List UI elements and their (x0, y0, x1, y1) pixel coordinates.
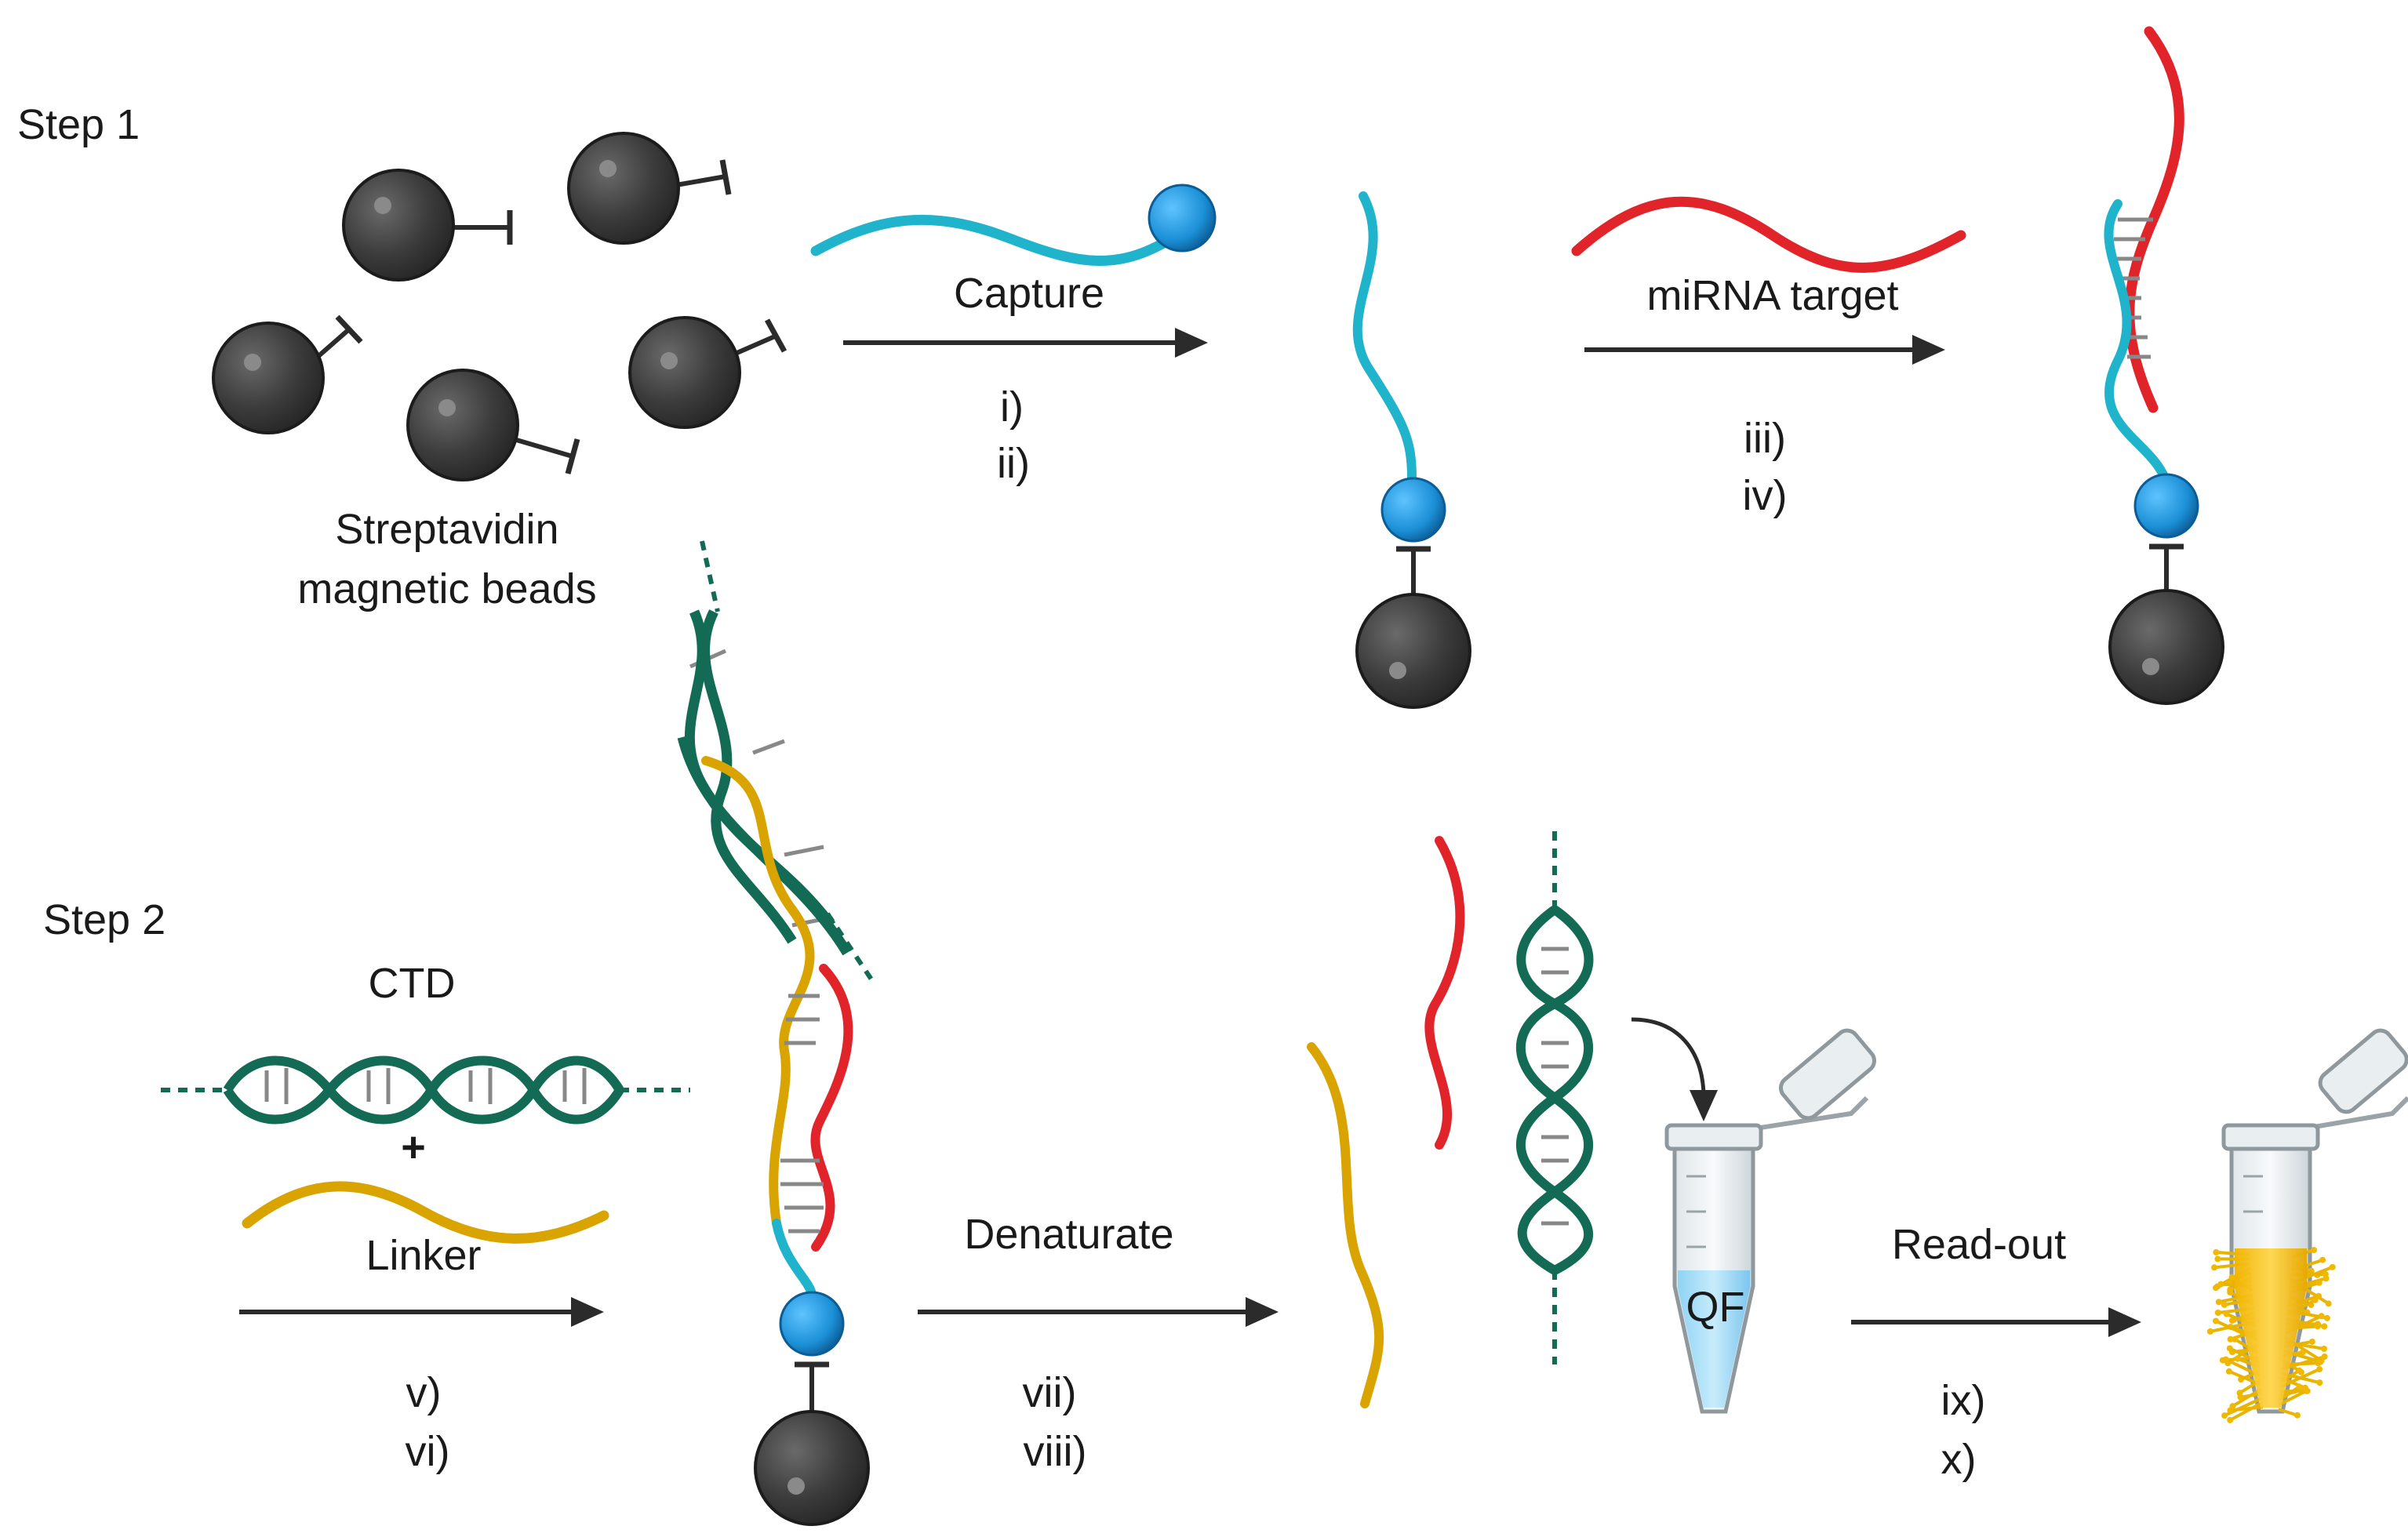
gold-spike-tip (2227, 1335, 2234, 1343)
step-v: v) (406, 1369, 442, 1416)
gold-spike-tip (2217, 1281, 2224, 1288)
mirna-step-iii: iii) (1744, 415, 1786, 462)
gold-spike-tip (2221, 1301, 2228, 1308)
gold-spike-tip (2214, 1309, 2221, 1316)
released-linker (1307, 1042, 1384, 1408)
gold-spike-tip (2314, 1323, 2321, 1330)
gold-spike-tip (2223, 1310, 2230, 1317)
gold-spike-tip (2214, 1255, 2221, 1263)
gold-spike (2279, 1368, 2320, 1389)
capture-probe-free (810, 183, 1217, 266)
gold-spike-tip (2303, 1387, 2310, 1394)
gold-spike-tip (2312, 1296, 2319, 1303)
gold-spike (2278, 1389, 2308, 1407)
step-vi: vi) (405, 1428, 450, 1475)
gold-spike-tip (2315, 1360, 2322, 1367)
released-mirna (1424, 836, 1465, 1150)
arrow-into-tube (1631, 1017, 1718, 1121)
denaturate-label: Denaturate (964, 1211, 1174, 1258)
gold-spike-tip (2308, 1338, 2315, 1345)
gold-spike-tip (2296, 1383, 2303, 1390)
gold-spike-tip (2323, 1275, 2330, 1282)
gold-spike-tip (2215, 1299, 2222, 1306)
gold-spike-tip (2323, 1314, 2330, 1321)
bead-capture-complex (1352, 191, 1471, 709)
gold-spike-tip (2321, 1346, 2328, 1353)
step2-title: Step 2 (43, 896, 166, 943)
arrow-read-out (1851, 1307, 2141, 1337)
gold-spike-tip (2222, 1356, 2229, 1363)
step-viii: viii) (1023, 1428, 1087, 1475)
gold-spike-tip (2227, 1289, 2234, 1296)
tube-qf-label: QF (1686, 1284, 1745, 1331)
gold-spike-tip (2206, 1328, 2213, 1335)
beads-label-line2: magnetic beads (297, 565, 597, 612)
gold-spike-tip (2232, 1335, 2239, 1343)
arrow-ctd-linker (239, 1297, 604, 1327)
step1-title: Step 1 (17, 101, 140, 148)
arrow-mirna-target (1584, 335, 1945, 365)
gold-spike-tip (2226, 1345, 2233, 1352)
gold-spike-tip (2227, 1416, 2234, 1423)
bead-1 (342, 169, 513, 282)
mirna-step-iv: iv) (1742, 472, 1788, 519)
bead-5 (628, 316, 788, 429)
gold-spike-tip (2311, 1247, 2318, 1254)
ctd-label: CTD (368, 960, 456, 1007)
gold-spike-tip (2225, 1368, 2232, 1375)
gold-spike-tip (2325, 1300, 2332, 1307)
arrow-capture (843, 328, 1208, 358)
tube-gold-readout (2206, 1028, 2408, 1423)
mirna-target-label: miRNA target (1646, 272, 1899, 319)
capture-label: Capture (953, 270, 1105, 317)
released-ctd (1515, 831, 1594, 1364)
ctd-duplex (161, 1056, 690, 1125)
step-ix: ix) (1941, 1377, 1986, 1424)
gold-spike-tip (2237, 1393, 2244, 1401)
bead-2 (567, 132, 732, 245)
gold-spike-tip (2319, 1256, 2326, 1263)
gold-spike (2278, 1408, 2298, 1417)
gold-spike-tip (2329, 1263, 2336, 1270)
gold-spike-tip (2315, 1279, 2323, 1286)
gold-spike-tip (2212, 1284, 2219, 1292)
gold-spike-tip (2316, 1379, 2323, 1386)
gold-spike (2230, 1405, 2264, 1412)
bead-3 (212, 314, 363, 434)
gold-spike-tip (2293, 1412, 2301, 1419)
gold-spike-tip (2211, 1264, 2218, 1271)
step-x: x) (1941, 1436, 1977, 1483)
gold-spike-tip (2234, 1355, 2241, 1362)
linker-label: Linker (366, 1232, 482, 1279)
gold-spike-tip (2213, 1248, 2220, 1255)
read-out-label: Read-out (1891, 1221, 2067, 1268)
linker-strand (242, 1181, 609, 1244)
capture-step-i: i) (1000, 383, 1024, 431)
tube-qf (1664, 1028, 1877, 1414)
mirna-hybrid-complex (2104, 26, 2224, 705)
gold-spike-tip (2318, 1313, 2325, 1320)
assembled-complex (677, 540, 877, 1526)
capture-step-ii: ii) (997, 440, 1030, 487)
mirna-target-free (1571, 196, 1966, 273)
gold-spike-tip (2228, 1274, 2235, 1281)
gold-spike (2229, 1401, 2264, 1422)
gold-spike-tip (2299, 1349, 2306, 1356)
gold-spike-tip (2221, 1412, 2228, 1419)
gold-spike-tip (2227, 1407, 2234, 1414)
beads-label-line1: Streptavidin (335, 506, 559, 553)
gold-spike-tip (2321, 1323, 2328, 1330)
gold-spike-tip (2213, 1317, 2220, 1324)
step-vii: vii) (1022, 1369, 1077, 1416)
gold-spike-tip (2296, 1367, 2303, 1374)
plus-sign: + (401, 1124, 426, 1171)
gold-spike-tip (2316, 1366, 2323, 1373)
arrow-denaturate (918, 1297, 1279, 1327)
gold-spike-tip (2321, 1353, 2328, 1360)
bead-4 (406, 369, 580, 481)
